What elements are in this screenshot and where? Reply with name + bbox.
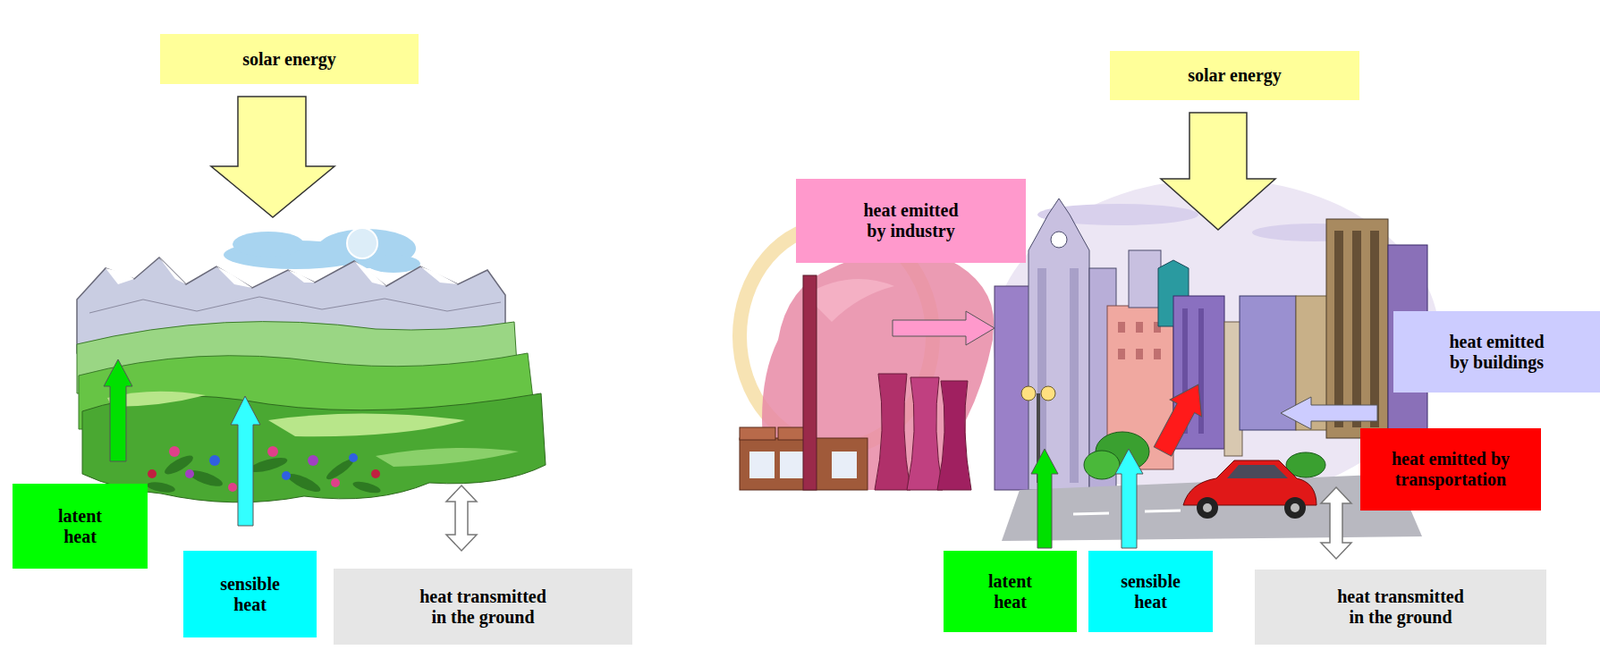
ground-arrow [1320, 487, 1352, 559]
flowers [145, 446, 381, 496]
solar-arrow [1160, 112, 1276, 230]
label-box: latent heat [943, 550, 1077, 633]
solar-arrow [211, 96, 335, 218]
hills [76, 321, 546, 503]
label-box: heat emitted by buildings [1393, 311, 1600, 393]
latent-arrow [1031, 448, 1059, 549]
street [1001, 386, 1423, 542]
cloud [223, 228, 421, 273]
sensible-arrow [1115, 448, 1143, 549]
box-label: heat transmitted in the ground [414, 586, 551, 628]
factory [739, 275, 868, 491]
car [1183, 460, 1317, 519]
box-label: sensible heat [1111, 571, 1191, 613]
sensible-arrow [230, 396, 261, 526]
industry-arrow [892, 311, 995, 346]
ground-arrow [446, 485, 477, 551]
buildings-arrow [1280, 397, 1378, 430]
label-box: solar energy [160, 33, 419, 85]
latent-arrow [103, 359, 133, 462]
label-box: sensible heat [183, 550, 317, 638]
box-label: sensible heat [211, 574, 290, 616]
label-box: heat emitted by industry [795, 178, 1026, 263]
box-label: heat emitted by buildings [1443, 331, 1551, 373]
box-label: heat emitted by industry [857, 200, 966, 242]
label-box: heat transmitted in the ground [1254, 569, 1547, 645]
box-label: heat transmitted in the ground [1332, 586, 1469, 628]
smoke [761, 252, 994, 491]
cooling-towers [874, 373, 972, 491]
label-box: sensible heat [1088, 550, 1213, 633]
label-box: solar energy [1109, 50, 1360, 101]
box-label: latent heat [48, 506, 113, 548]
label-box: heat transmitted in the ground [333, 568, 633, 645]
label-box: latent heat [12, 483, 148, 569]
box-label: latent heat [978, 571, 1043, 613]
box-label: solar energy [173, 49, 407, 70]
box-label: solar energy [1123, 65, 1347, 86]
transportation-arrow [1146, 376, 1214, 461]
box-label: heat emitted by transportation [1374, 448, 1527, 491]
label-box: heat emitted by transportation [1360, 428, 1541, 511]
